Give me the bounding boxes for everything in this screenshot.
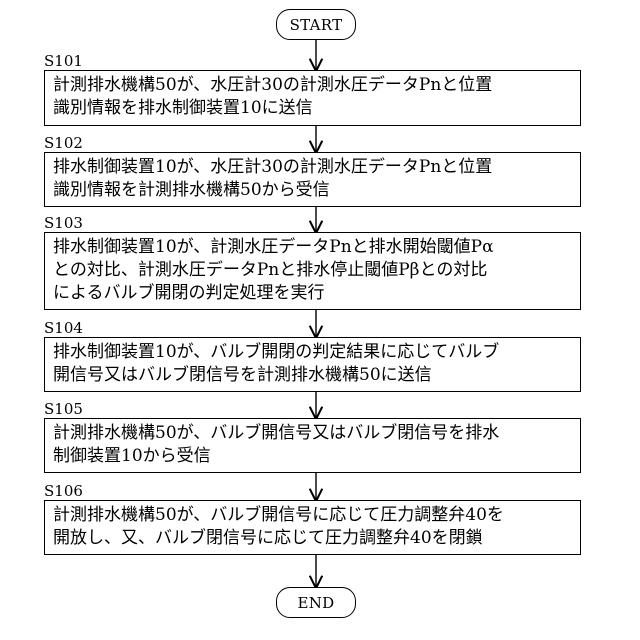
start-label: START bbox=[290, 16, 343, 34]
step-label-s103: S103 bbox=[44, 215, 83, 231]
step-box-s104: 排水制御装置10が、バルブ開閉の判定結果に応じてバルブ 開信号又はバルブ閉信号を… bbox=[44, 337, 581, 392]
start-terminal: START bbox=[276, 9, 356, 40]
step-text-line: 排水制御装置10が、水圧計30の計測水圧データPnと位置 bbox=[53, 156, 573, 179]
step-label-s105: S105 bbox=[44, 401, 83, 417]
step-text-line: 計測排水機構50が、バルブ開信号又はバルブ閉信号を排水 bbox=[53, 422, 573, 445]
step-text-line: との対比、計測水圧データPnと排水停止閾値Pβとの対比 bbox=[53, 259, 573, 282]
step-text-line: 制御装置10から受信 bbox=[53, 445, 573, 468]
step-box-s103: 排水制御装置10が、計測水圧データPnと排水開始閾値Pα との対比、計測水圧デー… bbox=[44, 232, 581, 310]
step-box-s101: 計測排水機構50が、水圧計30の計測水圧データPnと位置 識別情報を排水制御装置… bbox=[44, 70, 581, 126]
step-text-line: 計測排水機構50が、バルブ開信号に応じて圧力調整弁40を bbox=[53, 504, 573, 527]
step-box-s102: 排水制御装置10が、水圧計30の計測水圧データPnと位置 識別情報を計測排水機構… bbox=[44, 152, 581, 207]
step-text-line: 開信号又はバルブ閉信号を計測排水機構50に送信 bbox=[53, 364, 573, 387]
end-terminal: END bbox=[276, 587, 356, 618]
step-text-line: 排水制御装置10が、バルブ開閉の判定結果に応じてバルブ bbox=[53, 341, 573, 364]
end-label: END bbox=[297, 594, 334, 612]
step-label-s104: S104 bbox=[44, 320, 83, 336]
step-box-s106: 計測排水機構50が、バルブ開信号に応じて圧力調整弁40を 開放し、又、バルブ閉信… bbox=[44, 500, 581, 555]
step-label-s106: S106 bbox=[44, 483, 83, 499]
step-text-line: 計測排水機構50が、水圧計30の計測水圧データPnと位置 bbox=[53, 74, 573, 97]
step-text-line: 識別情報を排水制御装置10に送信 bbox=[53, 97, 573, 120]
step-label-s102: S102 bbox=[44, 135, 83, 151]
step-box-s105: 計測排水機構50が、バルブ開信号又はバルブ閉信号を排水 制御装置10から受信 bbox=[44, 418, 581, 473]
step-label-s101: S101 bbox=[44, 53, 83, 69]
step-text-line: 識別情報を計測排水機構50から受信 bbox=[53, 179, 573, 202]
step-text-line: によるバルブ開閉の判定処理を実行 bbox=[53, 282, 573, 305]
step-text-line: 排水制御装置10が、計測水圧データPnと排水開始閾値Pα bbox=[53, 236, 573, 259]
step-text-line: 開放し、又、バルブ閉信号に応じて圧力調整弁40を閉鎖 bbox=[53, 527, 573, 550]
